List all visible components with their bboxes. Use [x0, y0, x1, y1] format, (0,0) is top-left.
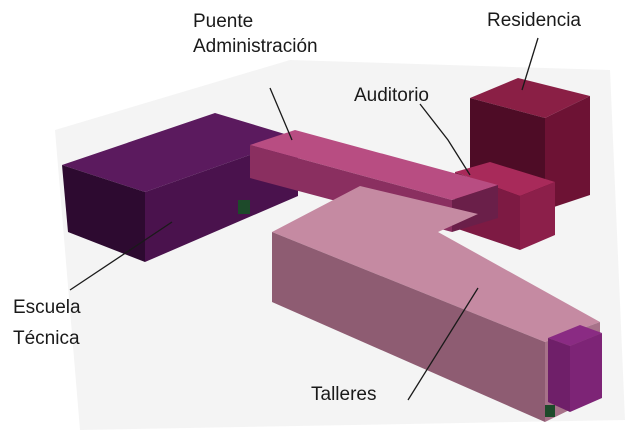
- auditorio-top: [455, 162, 555, 196]
- label-puente-line2: Administración: [193, 36, 318, 57]
- label-escuela-line1: Escuela: [13, 297, 81, 318]
- leader-puente: [269, 87, 293, 141]
- escuela-end: [62, 165, 145, 262]
- label-residencia: Residencia: [487, 10, 581, 31]
- label-escuela-line2: Técnica: [13, 328, 80, 349]
- escuela-door: [238, 200, 250, 214]
- puente-top: [250, 130, 498, 200]
- annex-door: [545, 405, 555, 417]
- leader-talleres: [407, 287, 479, 401]
- talleres-top: [272, 186, 600, 342]
- leader-escuela: [69, 221, 173, 291]
- label-talleres: Talleres: [311, 384, 376, 405]
- annex-top: [548, 325, 602, 346]
- auditorio-building: [455, 162, 555, 250]
- talleres-annex: [545, 325, 602, 417]
- annex-side: [570, 333, 602, 412]
- residencia-top: [470, 78, 590, 118]
- talleres-front: [272, 232, 545, 422]
- escuela-top: [62, 113, 298, 192]
- leader-residencia: [521, 37, 539, 91]
- leader-auditorio: [419, 103, 471, 176]
- auditorio-side: [520, 182, 555, 250]
- label-auditorio: Auditorio: [354, 85, 429, 106]
- annex-front: [548, 338, 570, 412]
- label-puente-line1: Puente: [193, 11, 253, 32]
- residencia-front: [545, 96, 590, 210]
